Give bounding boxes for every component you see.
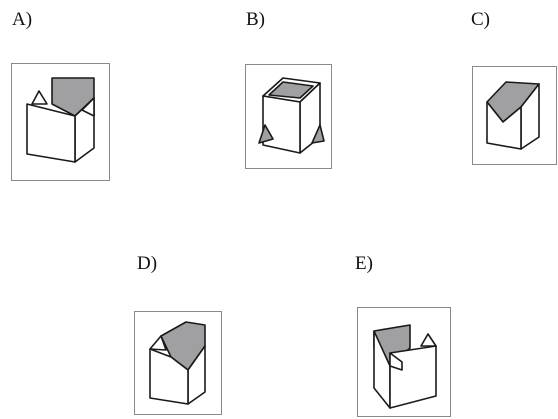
option-b-cube-figure: [258, 77, 325, 154]
option-d-label: D): [137, 253, 158, 274]
option-e-box[interactable]: [357, 307, 451, 417]
option-a-cube-figure: [26, 77, 95, 163]
option-d-box[interactable]: [134, 311, 222, 415]
option-a-label: A): [12, 9, 33, 30]
option-b-box[interactable]: [245, 64, 332, 169]
option-e-cube-figure: [373, 324, 437, 409]
option-c-box[interactable]: [472, 66, 557, 165]
option-c-cube-figure: [486, 81, 540, 150]
option-b-label: B): [246, 9, 265, 30]
option-d-cube-figure: [149, 321, 206, 405]
option-c-label: C): [471, 9, 490, 30]
option-e-label: E): [355, 253, 373, 274]
option-a-box[interactable]: [11, 63, 110, 181]
